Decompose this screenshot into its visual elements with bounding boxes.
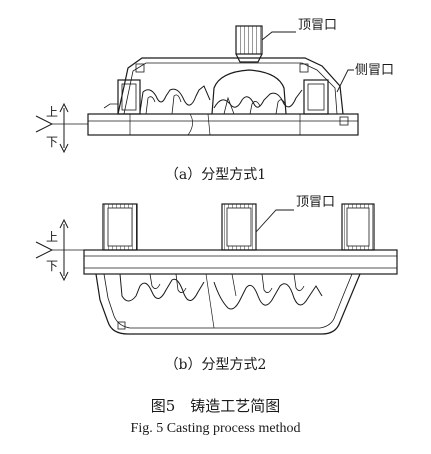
diagram-a-top-riser xyxy=(211,25,287,115)
diagram-b-top-riser-right xyxy=(341,203,375,251)
diagram-b-mould-body xyxy=(95,273,361,335)
diagram-a-label-down: 下 xyxy=(46,135,58,149)
diagram-b-label-up: 上 xyxy=(46,230,58,244)
diagram-a-label-side-riser: 侧冒口 xyxy=(355,63,394,78)
diagram-a-side-riser-left xyxy=(117,79,141,115)
diagram-b-caption: （b）分型方式2 xyxy=(164,357,267,373)
diagram-a-casting-cavity xyxy=(139,85,303,113)
diagram-b-casting-cavity xyxy=(119,273,323,310)
diagram-b-parting-method-2 xyxy=(35,203,398,335)
diagram-b-parting-plate xyxy=(83,249,398,275)
diagram-b-parting-arrows xyxy=(35,218,84,282)
diagram-b-top-riser-center xyxy=(221,203,257,251)
diagram-b-label-down: 下 xyxy=(46,259,58,273)
diagram-a-parting-method-1 xyxy=(35,25,359,154)
diagram-b-label-top-riser: 顶冒口 xyxy=(296,195,335,210)
diagram-a-label-top-riser: 顶冒口 xyxy=(298,18,337,33)
diagram-a-caption: （a）分型方式1 xyxy=(164,167,267,183)
diagram-b-top-riser-left xyxy=(102,203,138,251)
figure-title: 图5 铸造工艺简图 xyxy=(150,397,281,415)
figure-title-english: Fig. 5 Casting process method xyxy=(130,421,301,436)
diagram-a-base-plate xyxy=(87,113,359,136)
diagram-a-parting-arrows xyxy=(35,102,88,154)
diagram-a-label-up: 上 xyxy=(46,105,58,119)
diagram-a-side-riser-right xyxy=(303,79,329,115)
